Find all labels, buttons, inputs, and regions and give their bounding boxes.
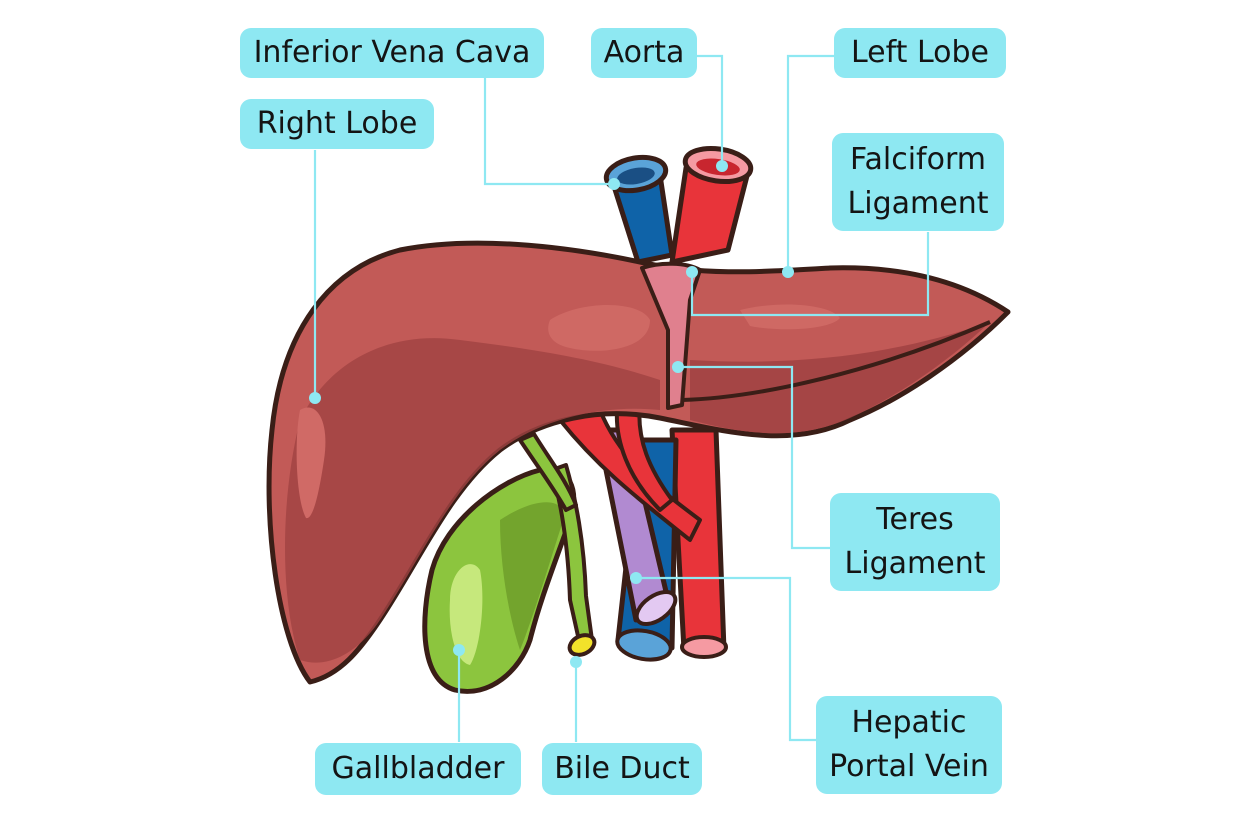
left-lobe-contour bbox=[681, 320, 991, 402]
inferior-vena-cava-lumen bbox=[617, 167, 655, 185]
gallbladder-shadow bbox=[500, 502, 565, 650]
dot-aorta bbox=[716, 160, 728, 172]
dot-teres-ligament bbox=[672, 361, 684, 373]
dot-falciform-ligament bbox=[686, 266, 698, 278]
dot-left-lobe bbox=[782, 266, 794, 278]
right-lobe-shading bbox=[285, 338, 660, 663]
dot-right-lobe bbox=[309, 392, 321, 404]
bile-duct-end bbox=[567, 633, 597, 657]
label-bile-duct: Bile Duct bbox=[542, 743, 702, 795]
dot-gallbladder bbox=[453, 644, 465, 656]
leader-teres-ligament bbox=[678, 365, 830, 550]
hepatic-duct bbox=[518, 432, 578, 512]
leader-dots bbox=[309, 160, 794, 668]
inferior-vena-cava-lower-opening bbox=[615, 628, 673, 662]
leader-left-lobe bbox=[786, 54, 834, 272]
aorta-lower-opening bbox=[680, 635, 728, 659]
label-inferior-vena-cava: Inferior Vena Cava bbox=[240, 28, 544, 78]
leader-hepatic-portal-vein bbox=[636, 576, 816, 742]
upper-highlight bbox=[548, 305, 650, 351]
left-lobe-highlight bbox=[740, 304, 840, 330]
label-left-lobe: Left Lobe bbox=[834, 28, 1006, 78]
leader-aorta bbox=[696, 54, 724, 166]
hepatic-portal-vein-opening bbox=[634, 590, 678, 626]
dot-inferior-vena-cava bbox=[608, 178, 620, 190]
aorta-lower bbox=[669, 427, 727, 653]
dot-bile-duct bbox=[570, 656, 582, 668]
label-right-lobe: Right Lobe bbox=[240, 99, 434, 149]
label-falciform-ligament: Falciform Ligament bbox=[832, 133, 1004, 231]
dot-hepatic-portal-vein bbox=[630, 572, 642, 584]
label-aorta: Aorta bbox=[591, 28, 697, 78]
right-lobe-highlight bbox=[296, 407, 326, 519]
leader-lines bbox=[313, 54, 930, 742]
leader-falciform-ligament bbox=[690, 232, 930, 317]
leader-inferior-vena-cava bbox=[483, 78, 614, 186]
label-gallbladder: Gallbladder bbox=[315, 743, 521, 795]
label-teres-ligament: Teres Ligament bbox=[830, 493, 1000, 591]
hepatic-artery-branch bbox=[614, 398, 674, 512]
gallbladder-highlight bbox=[449, 564, 483, 665]
label-hepatic-portal-vein: Hepatic Portal Vein bbox=[816, 696, 1002, 794]
